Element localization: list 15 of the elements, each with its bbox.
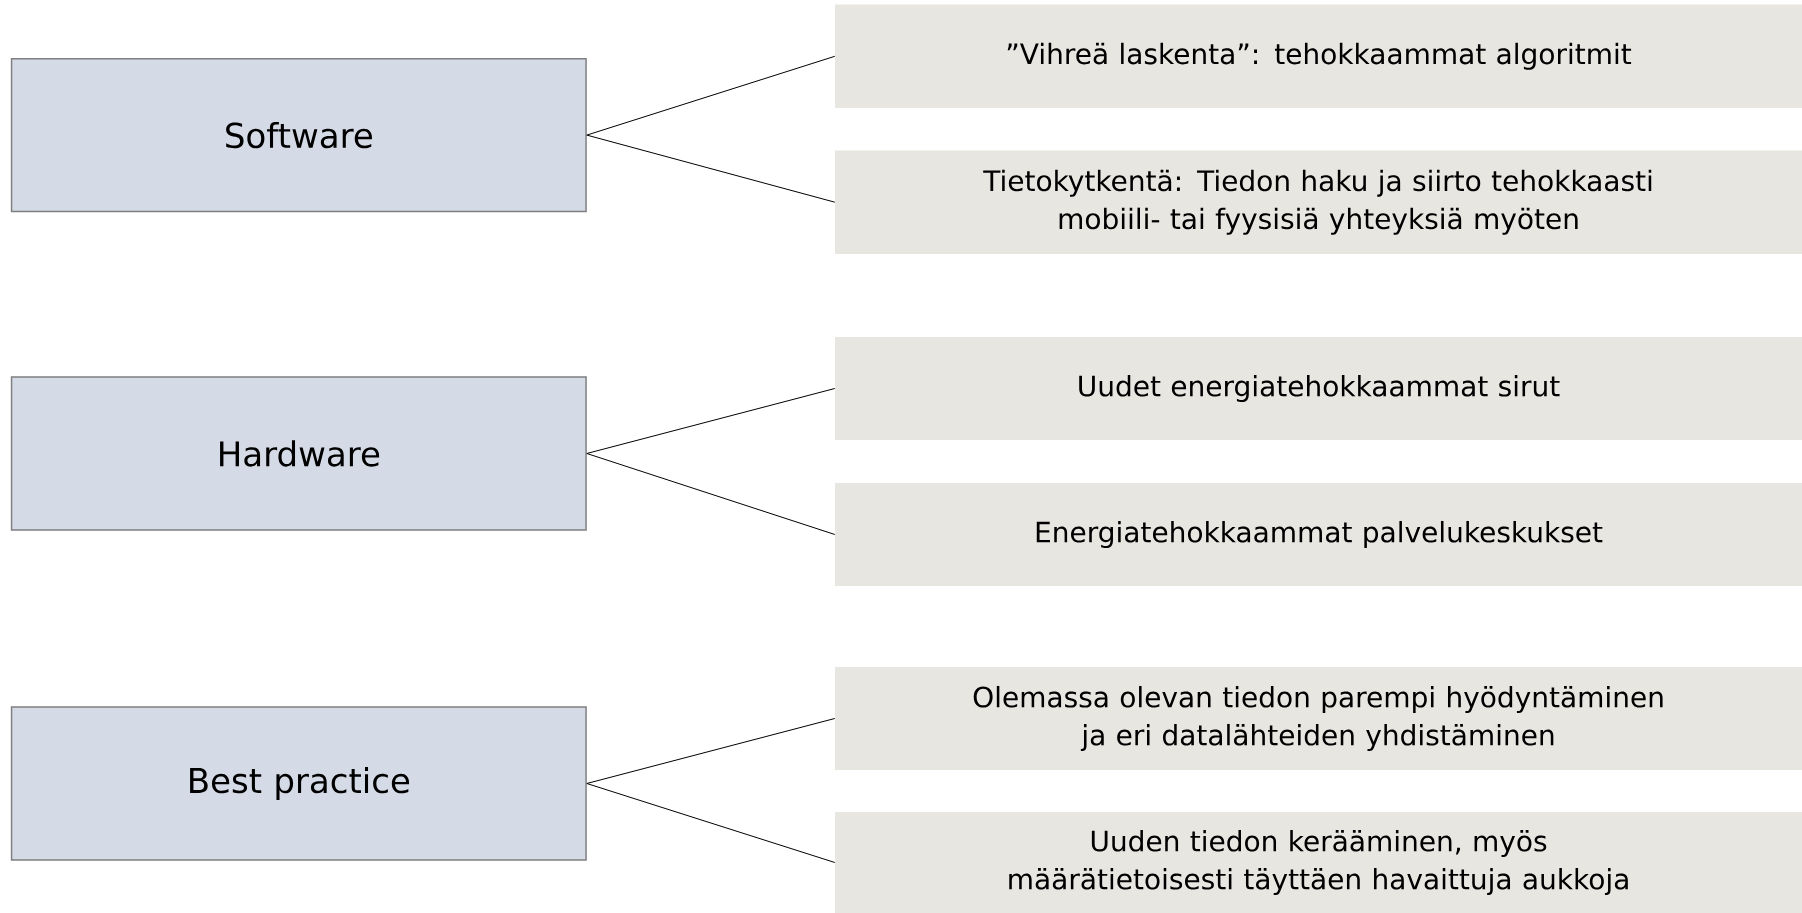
connector-line — [586, 388, 836, 454]
category-box: Best practice — [10, 706, 587, 861]
connector-line — [586, 783, 836, 863]
description-box: Olemassa olevan tiedon parempi hyödyntäminen ja eri datalähteiden yhdistäminen — [835, 667, 1802, 770]
category-box: Hardware — [10, 376, 587, 531]
connector-line — [586, 453, 836, 535]
connector-line — [586, 718, 836, 784]
description-box: ”Vihreä laskenta”: tehokkaammat algoritmit — [835, 4, 1802, 108]
connector-line — [586, 134, 836, 203]
description-box: Uuden tiedon kerääminen, myös määrätietoisesti täyttäen havaittuja aukkoja — [835, 812, 1802, 913]
connector-line — [586, 55, 836, 136]
description-box: Tietokytkentä: Tiedon haku ja siirto tehokkaasti mobiili- tai fyysisiä yhteyksiä myöten — [835, 150, 1802, 254]
description-box: Uudet energiatehokkaammat sirut — [835, 337, 1802, 440]
category-box: Software — [10, 57, 587, 213]
description-box: Energiatehokkaammat palvelukeskukset — [835, 483, 1802, 586]
